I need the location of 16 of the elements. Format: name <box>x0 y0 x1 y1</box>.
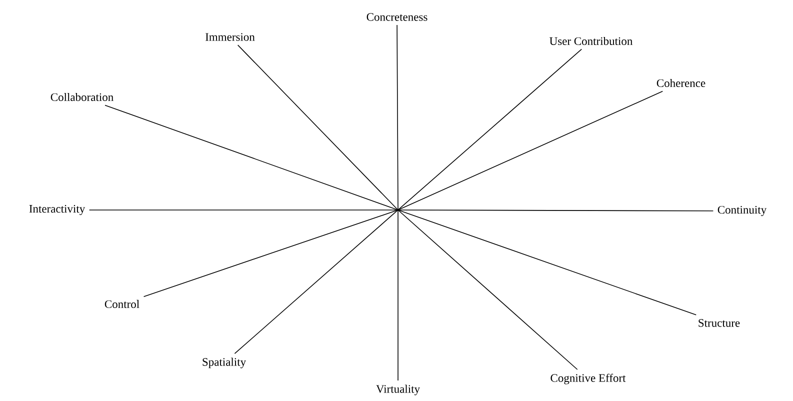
axis-line <box>396 24 398 381</box>
axis-label: Coherence <box>656 78 706 88</box>
axis-line <box>88 210 714 212</box>
axis-line <box>104 104 697 316</box>
axis-label: Spatiality <box>202 358 246 368</box>
axis-label: Control <box>104 300 140 308</box>
axis-label: Immersion <box>206 33 255 41</box>
axis-label: Interactivity <box>29 204 86 216</box>
axis-label: User Contribution <box>550 36 632 46</box>
axis-label: Concreteness <box>366 13 428 21</box>
axis-label: Continuity <box>718 206 767 216</box>
axis-line <box>143 90 664 297</box>
axis-label: Virtuality <box>376 384 420 396</box>
axis-label: Structure <box>698 319 740 327</box>
axis-label: Collaboration <box>50 92 114 102</box>
axis-label: Cognitive Effort <box>550 374 626 384</box>
